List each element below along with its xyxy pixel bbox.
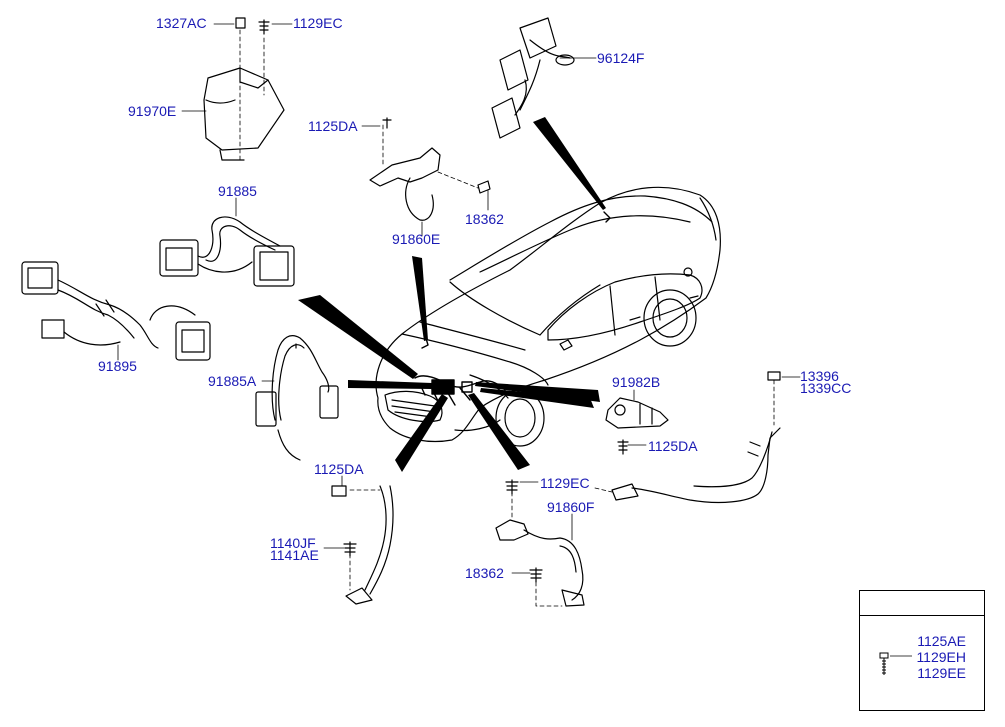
label-91970E[interactable]: 91970E — [128, 103, 177, 119]
car-illustration — [375, 186, 721, 447]
engine-harness — [414, 211, 611, 406]
label-1129EC-mid[interactable]: 1129EC — [540, 475, 590, 491]
harness-91895 — [21, 261, 211, 361]
leader-lines — [117, 23, 801, 574]
legend-box: 1125AE 1129EH 1129EE — [859, 590, 985, 711]
legend-item-1129EH[interactable]: 1129EH — [916, 649, 966, 665]
harness-91885A — [255, 335, 339, 461]
pointer-wedges — [298, 117, 606, 472]
bracket-91860F — [495, 479, 585, 607]
legend-item-1129EE[interactable]: 1129EE — [917, 665, 966, 681]
bracket-91860E — [369, 117, 491, 221]
label-91860F[interactable]: 91860F — [547, 499, 595, 515]
label-91885[interactable]: 91885 — [218, 183, 257, 199]
label-1141AE[interactable]: 1141AE — [270, 547, 319, 563]
label-1339CC[interactable]: 1339CC — [800, 380, 852, 396]
ground-cable-left — [331, 485, 394, 605]
harness-91885 — [159, 216, 295, 287]
legend-leader — [890, 655, 912, 657]
part-96124F — [491, 17, 575, 139]
legend-item-1125AE[interactable]: 1125AE — [917, 633, 966, 649]
label-91860E[interactable]: 91860E — [392, 231, 441, 247]
bolt-icon — [879, 652, 889, 675]
cover-91970E — [203, 17, 285, 161]
label-1125DA-mid[interactable]: 1125DA — [314, 461, 364, 477]
label-1327AC[interactable]: 1327AC — [156, 15, 207, 31]
label-91885A[interactable]: 91885A — [208, 373, 257, 389]
sensor-91982B — [605, 397, 669, 455]
label-1129EC-top[interactable]: 1129EC — [293, 15, 343, 31]
label-96124F[interactable]: 96124F — [597, 50, 645, 66]
label-13396[interactable]: 13396 — [800, 368, 839, 384]
label-91982B[interactable]: 91982B — [612, 374, 661, 390]
label-18362-bottom[interactable]: 18362 — [465, 565, 504, 581]
label-1125DA-right[interactable]: 1125DA — [648, 438, 698, 454]
label-18362-top[interactable]: 18362 — [465, 211, 504, 227]
battery-cable — [594, 371, 781, 504]
label-91895[interactable]: 91895 — [98, 358, 137, 374]
legend-header — [860, 591, 984, 616]
label-1140JF[interactable]: 1140JF — [270, 535, 316, 551]
label-1125DA-top[interactable]: 1125DA — [308, 118, 358, 134]
